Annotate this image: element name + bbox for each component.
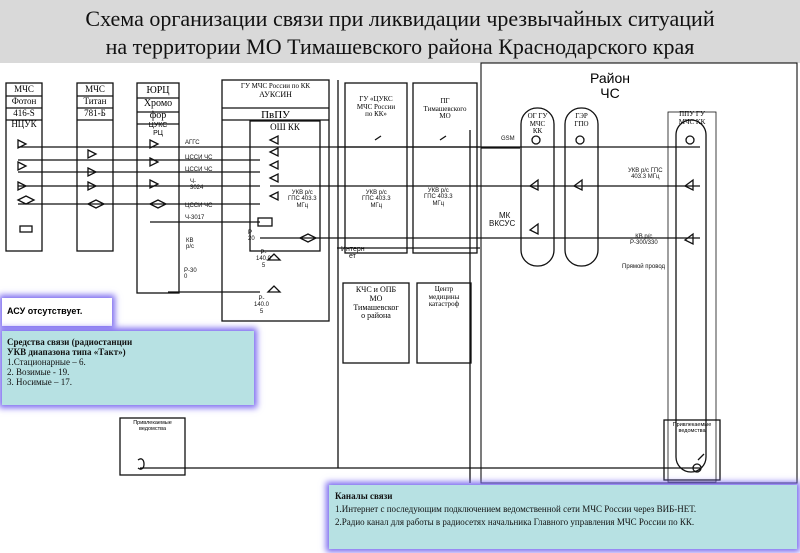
radio-title-1: Средства связи (радиостанции (7, 337, 133, 347)
station-box-yurc (136, 82, 180, 294)
station-box-titan (76, 82, 114, 252)
channels-item: 1.Интернет с последующим подключением ве… (335, 504, 697, 514)
district-frame (480, 62, 798, 484)
station-box-kchs (342, 282, 410, 364)
station-box-gu-mchs (221, 79, 330, 322)
dept-box-right (663, 419, 721, 481)
radio-item: 1.Стационарные – 6. (7, 357, 86, 367)
link-tsus-2: ЦССИ ЧС (185, 167, 213, 173)
title-line-1: Схема организации связи при ликвидации ч… (85, 6, 715, 31)
link-ch3024: Ч-3024 (190, 179, 204, 192)
channels-title: Каналы связи (335, 491, 393, 501)
link-gsm: GSM (501, 136, 515, 142)
radio-item: 3. Носимые – 17. (7, 377, 73, 387)
link-tsus-3: ЦССИ ЧС (185, 203, 213, 209)
channels-note: Каналы связи 1.Интернет с последующим по… (329, 485, 797, 549)
title-line-2: на территории МО Тимашевского района Кра… (105, 34, 695, 59)
station-box-tsuks (344, 82, 408, 254)
asu-note: АСУ отсутствует. (2, 298, 112, 326)
link-tsus-1: ЦССИ ЧС (185, 155, 213, 161)
station-box-medcenter (416, 282, 472, 364)
radio-title-2: УКВ диапазона типа «Такт») (7, 347, 126, 357)
link-aggs: АГГС (185, 140, 200, 146)
channels-item: 2.Радио канал для работы в радиосетях на… (335, 517, 695, 527)
station-box-foton (5, 82, 43, 252)
radio-item: 2. Возимые - 19. (7, 367, 70, 377)
link-direct-wire: Прямой провод (622, 264, 666, 270)
dept-box-left (119, 417, 186, 476)
title-bar: Схема организации связи при ликвидации ч… (0, 0, 800, 63)
station-osh-label: ОШ КК (270, 122, 300, 132)
link-ch3017: Ч-3017 (185, 215, 205, 221)
station-box-pg (412, 82, 478, 254)
radio-means-note: Средства связи (радиостанции УКВ диапазо… (2, 331, 254, 405)
station-pvpu-label: ПвПУ (261, 109, 290, 121)
